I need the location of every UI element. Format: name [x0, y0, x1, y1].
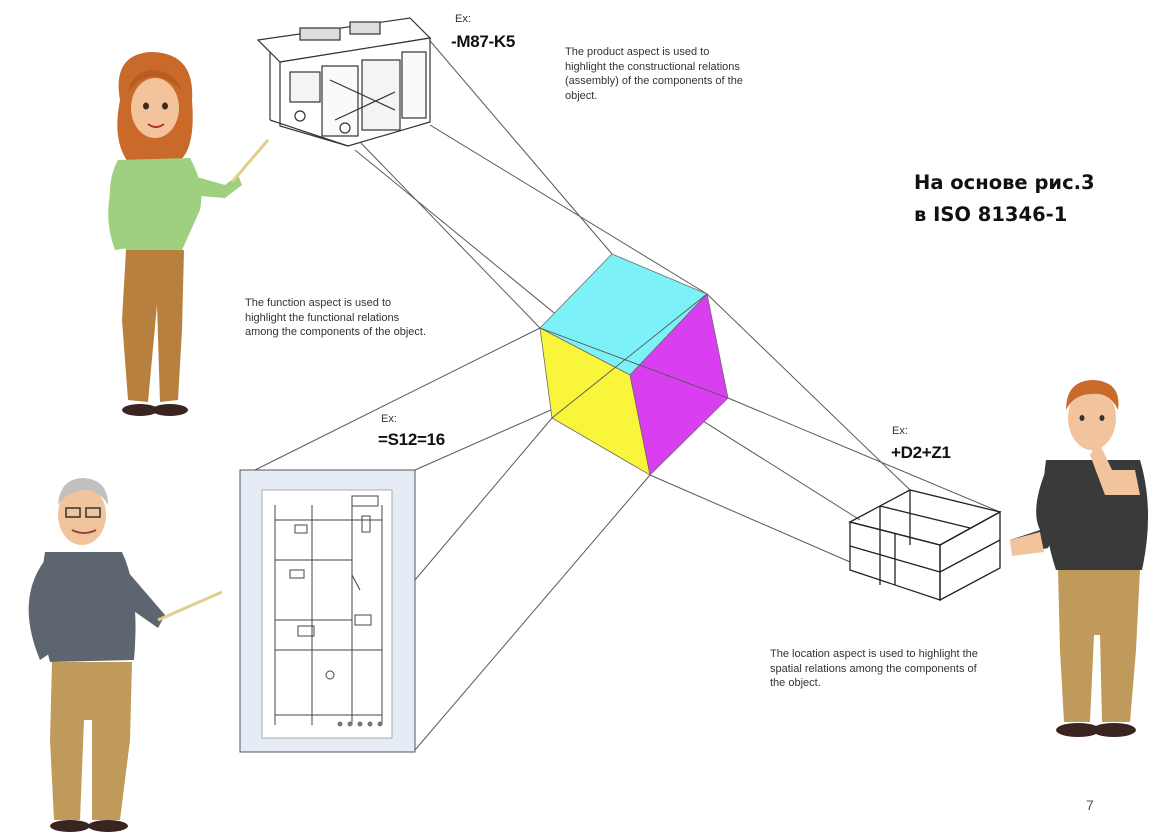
location-code: +D2+Z1: [891, 443, 951, 462]
source-note-line1: На основе рис.3: [914, 171, 1095, 194]
thinking-man-icon: [1010, 380, 1149, 737]
product-ex-label: Ex:: [455, 13, 471, 25]
cube-left-face: [539, 327, 651, 476]
location-ex-label: Ex:: [892, 425, 908, 437]
function-code: =S12=16: [378, 430, 445, 449]
schematic-icon: [239, 469, 416, 753]
senior-presenter-icon: [28, 478, 223, 832]
function-ex-label: Ex:: [381, 413, 397, 425]
product-code: -M87-K5: [451, 32, 516, 51]
product-description: The product aspect is used to highlight …: [565, 46, 743, 102]
location-description: The location aspect is used to highlight…: [770, 648, 978, 689]
wireframe-box-icon: [848, 489, 1002, 602]
aspect-cube: [539, 253, 729, 476]
female-presenter-icon: [108, 52, 270, 416]
function-description: The function aspect is used to highlight…: [245, 297, 427, 338]
page-number: 7: [1086, 797, 1094, 813]
cabinet-icon: [256, 17, 432, 147]
source-note-line2: в ISO 81346-1: [914, 203, 1068, 226]
